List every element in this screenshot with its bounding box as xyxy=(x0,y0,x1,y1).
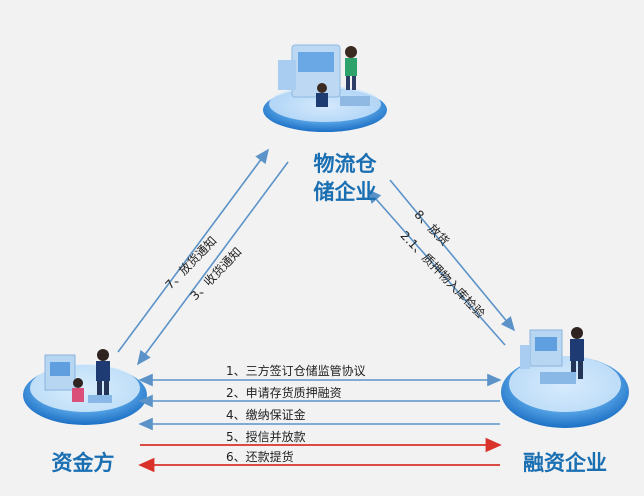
logistics-label-line1: 物流仓 xyxy=(313,152,377,176)
arrow-release-notice xyxy=(117,148,269,353)
fund-illustration xyxy=(23,349,147,425)
step-label-4: 4、缴纳保证金 xyxy=(226,408,306,422)
finance-node-label: 融资企业 xyxy=(523,451,607,475)
logistics-node-label: 物流仓 储企业 xyxy=(295,150,395,206)
step-label-5: 5、授信并放款 xyxy=(226,430,306,444)
step-label-6: 6、还款提货 xyxy=(226,450,294,464)
arrow-release-goods xyxy=(366,188,506,346)
arrow-receipt-notice xyxy=(137,161,289,366)
fund-node-label: 资金方 xyxy=(51,451,115,475)
finance-illustration xyxy=(501,327,629,428)
arrow-pledge-inspection xyxy=(389,179,516,332)
step-label-2: 2、申请存货质押融资 xyxy=(226,386,342,400)
logistics-label-line2: 储企业 xyxy=(313,180,377,204)
logistics-illustration xyxy=(263,44,387,132)
step-label-1: 1、三方签订仓储监管协议 xyxy=(226,364,366,378)
